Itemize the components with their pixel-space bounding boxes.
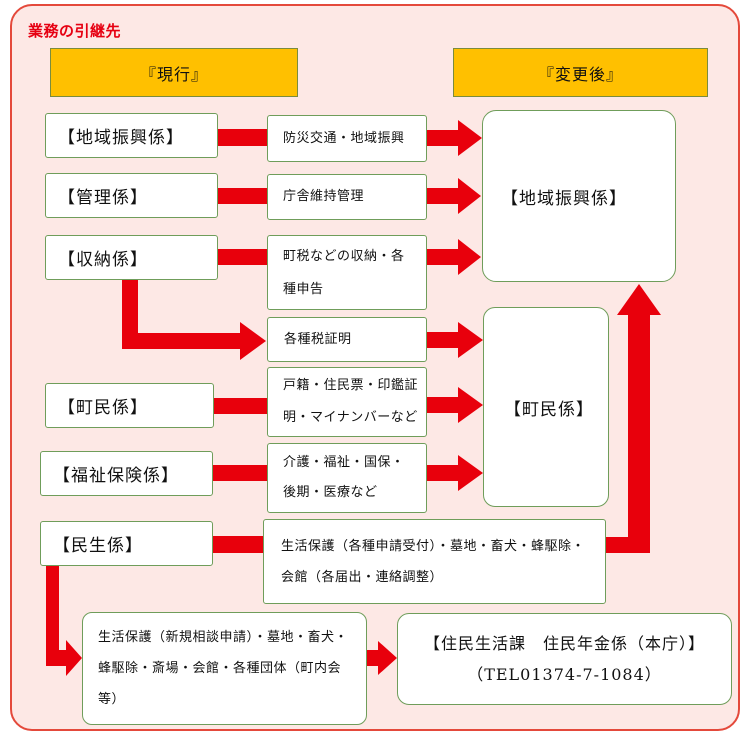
arrow-kaigo-to-after-chomin [427, 455, 483, 491]
duty-line: 町税などの収納・各 [283, 248, 405, 264]
connector-chomin-to-koseki [214, 398, 267, 414]
arrow-shuno-to-zeishomei [122, 280, 266, 360]
duty-line: 庁舎維持管理 [283, 189, 365, 204]
duty-line: 等） [98, 692, 126, 707]
header-current: 『現行』 [50, 48, 298, 97]
current-section-chomin: 【町民係】 [45, 383, 214, 428]
duty-line: 生活保護（各種申請受付）・墓地・畜犬・蜂駆除・ [281, 538, 586, 554]
duty-line: 戸籍・住民票・印鑑証 [283, 378, 419, 393]
arrow-koseki-to-after-chomin [427, 387, 483, 423]
arrow-minsei-to-transferred [46, 566, 82, 676]
duty-line: 介護・福祉・国保・ [283, 455, 405, 470]
current-section-chiiki: 【地域振興係】 [45, 113, 218, 158]
duty-line: 蜂駆除・斎場・会館・各種団体（町内会 [98, 661, 342, 676]
arrow-chozei-to-after-chiiki [427, 239, 481, 275]
duty-chosha: 庁舎維持管理 [267, 174, 427, 220]
duty-line: 会館（各届出・連絡調整） [281, 569, 444, 585]
duty-line: 種申告 [283, 281, 324, 297]
duty-zeishomei: 各種税証明 [267, 317, 427, 362]
connector-minsei-to-seikatsu [213, 536, 263, 553]
arrow-transferred-to-honcho [367, 641, 397, 675]
arrow-seikatsu-to-after-chiiki [606, 284, 661, 553]
connector-shuno-to-chozei [218, 249, 267, 265]
honcho-name: 【住民生活課 住民年金係（本庁）】 [423, 634, 705, 653]
duty-line: 防災交通・地域振興 [283, 130, 405, 146]
connector-kanri-to-chosha [218, 188, 267, 204]
duty-line: 後期・医療など [283, 485, 378, 500]
arrow-chosha-to-after-chiiki [427, 178, 481, 214]
duty-chozei: 町税などの収納・各 種申告 [267, 235, 427, 310]
panel-title: 業務の引継先 [28, 22, 122, 40]
after-section-honcho: 【住民生活課 住民年金係（本庁）】 （TEL01374-7-1084） [397, 613, 732, 705]
duty-line: 各種税証明 [284, 331, 352, 347]
duty-line: 明・マイナンバーなど [283, 410, 418, 425]
duty-line: 生活保護（新規相談申請）・墓地・畜犬・ [98, 630, 349, 645]
current-section-kanri: 【管理係】 [45, 173, 218, 218]
current-section-fukushi: 【福祉保険係】 [40, 451, 213, 496]
header-after: 『変更後』 [453, 48, 708, 97]
arrow-bosai-to-after-chiiki [427, 120, 482, 156]
connector-fukushi-to-kaigo [213, 465, 267, 481]
honcho-tel: （TEL01374-7-1084） [467, 665, 662, 684]
after-section-chiiki: 【地域振興係】 [482, 110, 676, 282]
arrow-zeishomei-to-after-chomin [427, 322, 483, 358]
after-section-chomin: 【町民係】 [483, 307, 609, 507]
current-section-shuno: 【収納係】 [45, 235, 218, 280]
duty-kaigo: 介護・福祉・国保・ 後期・医療など [267, 443, 427, 513]
duty-bosai: 防災交通・地域振興 [267, 115, 427, 162]
connector-chiiki-to-bosai [218, 129, 267, 146]
duty-seikatsu: 生活保護（各種申請受付）・墓地・畜犬・蜂駆除・ 会館（各届出・連絡調整） [263, 519, 606, 604]
current-section-minsei: 【民生係】 [40, 521, 213, 566]
duty-koseki: 戸籍・住民票・印鑑証 明・マイナンバーなど [267, 367, 427, 437]
duty-transferred: 生活保護（新規相談申請）・墓地・畜犬・ 蜂駆除・斎場・会館・各種団体（町内会 等… [82, 612, 367, 725]
